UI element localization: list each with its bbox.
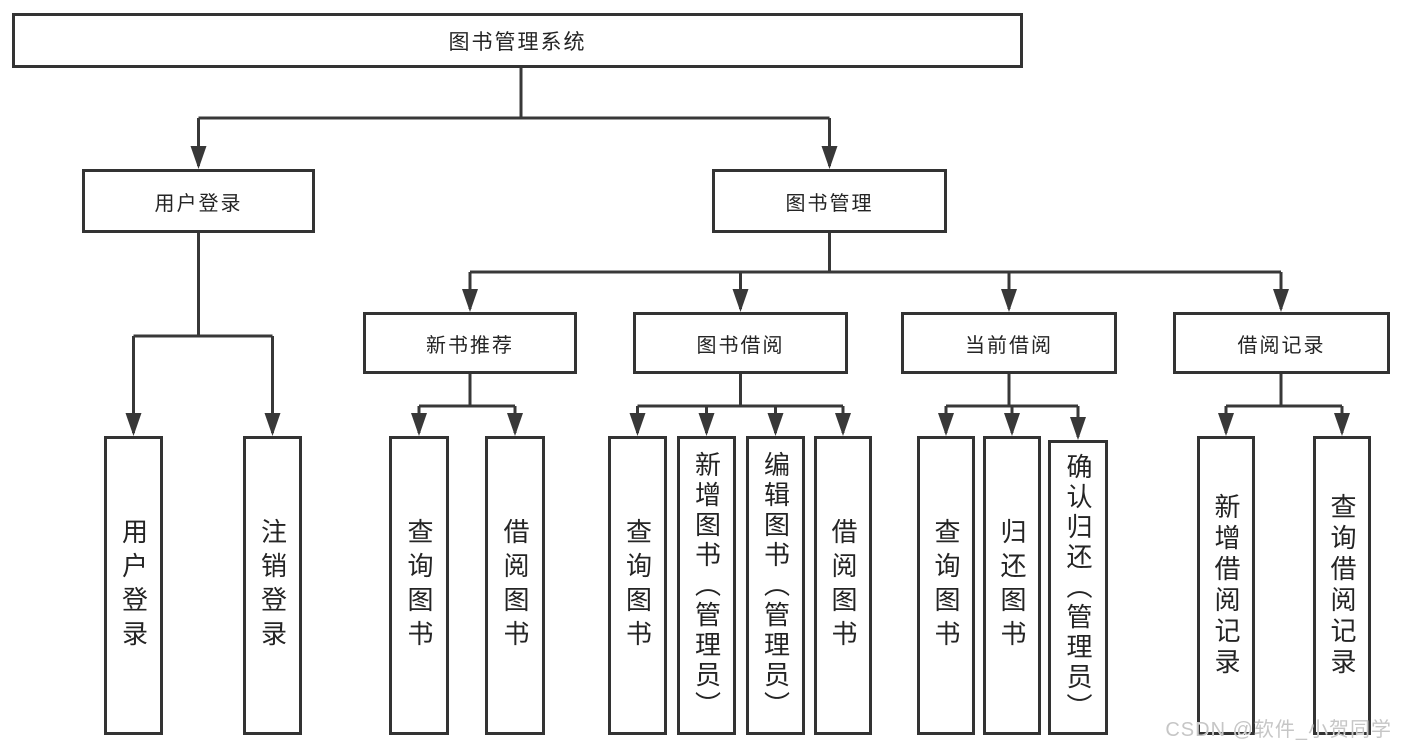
leaf-label: 查询图书 bbox=[931, 517, 961, 654]
node-borrow-records: 借阅记录 bbox=[1173, 312, 1390, 374]
arrow-down-icon bbox=[125, 413, 142, 436]
leaf-label: 借阅图书 bbox=[500, 517, 530, 654]
leaf-query-books-current: 查询图书 bbox=[917, 436, 975, 735]
leaf-label: 查询借阅记录 bbox=[1327, 492, 1357, 679]
arrow-down-icon bbox=[732, 289, 749, 312]
leaf-borrow-books-recommend: 借阅图书 bbox=[485, 436, 545, 735]
connector-bookborrow-children bbox=[636, 374, 845, 433]
leaf-add-books-admin: 新增图书（管理员） bbox=[677, 436, 736, 735]
arrow-down-icon bbox=[462, 289, 478, 312]
leaf-add-borrow-record: 新增借阅记录 bbox=[1197, 436, 1255, 735]
leaf-label: 查询图书 bbox=[404, 517, 434, 654]
arrow-down-icon bbox=[629, 413, 646, 436]
leaf-confirm-return-admin: 确认归还（管理员） bbox=[1048, 440, 1108, 735]
arrow-down-icon bbox=[1273, 289, 1289, 312]
arrowheads bbox=[125, 146, 1350, 440]
connector-bookmgmt-to-level3 bbox=[468, 233, 1283, 309]
node-current-borrowing: 当前借阅 bbox=[901, 312, 1117, 374]
leaf-label: 新增借阅记录 bbox=[1211, 492, 1241, 679]
leaf-label: 新增图书（管理员） bbox=[691, 450, 722, 721]
connector-root-to-level2 bbox=[197, 68, 831, 166]
arrow-down-icon bbox=[767, 413, 784, 436]
leaf-label: 编辑图书（管理员） bbox=[760, 450, 791, 721]
leaf-return-books: 归还图书 bbox=[983, 436, 1041, 735]
leaf-edit-books-admin: 编辑图书（管理员） bbox=[746, 436, 805, 735]
csdn-watermark: CSDN @软件_小贺同学 bbox=[1165, 719, 1392, 741]
leaf-borrow-books-borrowing: 借阅图书 bbox=[814, 436, 872, 735]
leaf-logout-login: 注销登录 bbox=[243, 436, 302, 735]
leaf-label: 查询图书 bbox=[622, 517, 653, 654]
arrow-down-icon bbox=[190, 146, 207, 169]
arrow-down-icon bbox=[1004, 413, 1020, 436]
node-user-login: 用户登录 bbox=[82, 169, 315, 233]
node-new-book-recommend: 新书推荐 bbox=[363, 312, 577, 374]
node-book-borrowing: 图书借阅 bbox=[633, 312, 848, 374]
arrow-down-icon bbox=[264, 413, 281, 436]
arrow-down-icon bbox=[1334, 413, 1350, 436]
connector-newbook-children bbox=[417, 374, 517, 433]
connector-userlogin-children bbox=[132, 233, 274, 433]
leaf-query-books-borrowing: 查询图书 bbox=[608, 436, 667, 735]
arrow-down-icon bbox=[411, 413, 427, 436]
leaf-label: 用户登录 bbox=[118, 517, 149, 654]
arrow-down-icon bbox=[938, 413, 954, 436]
leaf-label: 借阅图书 bbox=[828, 517, 858, 654]
arrow-down-icon bbox=[821, 146, 838, 169]
arrow-down-icon bbox=[507, 413, 523, 436]
leaf-label: 注销登录 bbox=[257, 517, 288, 654]
arrow-down-icon bbox=[1218, 413, 1234, 436]
leaf-label: 归还图书 bbox=[997, 517, 1027, 654]
arrow-down-icon bbox=[1070, 417, 1086, 440]
leaf-query-books-recommend: 查询图书 bbox=[389, 436, 449, 735]
node-library-management-system: 图书管理系统 bbox=[12, 13, 1023, 68]
connector-borrowrecord-children bbox=[1224, 374, 1344, 433]
leaf-query-borrow-record: 查询借阅记录 bbox=[1313, 436, 1371, 735]
node-book-management: 图书管理 bbox=[712, 169, 947, 233]
leaf-label: 确认归还（管理员） bbox=[1063, 452, 1093, 723]
arrow-down-icon bbox=[835, 413, 851, 436]
arrow-down-icon bbox=[1001, 289, 1017, 312]
arrow-down-icon bbox=[698, 413, 715, 436]
leaf-user-login: 用户登录 bbox=[104, 436, 163, 735]
